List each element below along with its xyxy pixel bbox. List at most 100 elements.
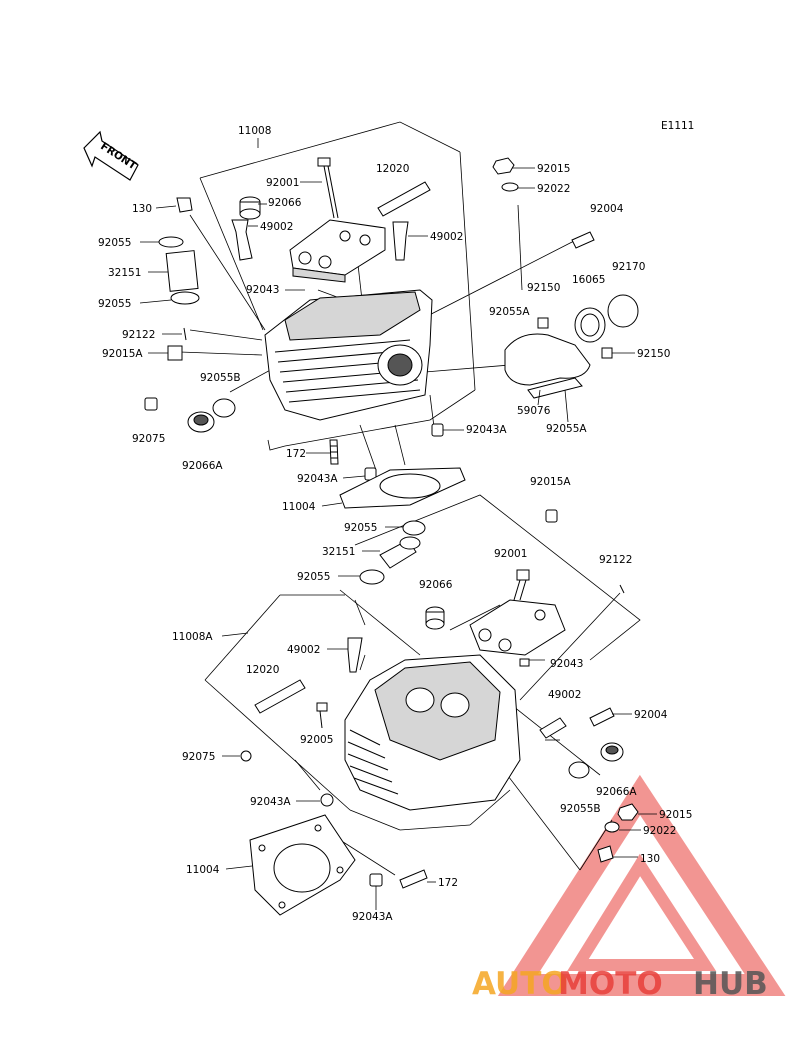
label-11004-bot: 11004: [186, 864, 220, 876]
washer-92022-bottom: [604, 821, 620, 833]
label-92170: 92170: [612, 261, 645, 273]
label-49002-bot-l: 49002: [287, 644, 320, 656]
plug-92066A-bottom: [600, 742, 624, 762]
label-92066-bot: 92066: [419, 579, 453, 591]
label-12020-bot: 12020: [246, 664, 279, 676]
gasket-11004-bottom: [249, 814, 356, 916]
label-92055A-top: 92055A: [489, 306, 530, 318]
label-49002-top-right: 49002: [430, 231, 463, 243]
label-92022-bot: 92022: [643, 825, 676, 837]
stud-172-top: [329, 439, 339, 465]
label-59076: 59076: [517, 405, 551, 417]
watermark-part3: HUB: [693, 966, 768, 1002]
label-49002-top-left: 49002: [260, 221, 293, 233]
label-172-top: 172: [286, 448, 306, 460]
pin-92122-bottom: [619, 584, 625, 594]
label-92150-top1: 92150: [527, 282, 560, 294]
dowel-92015A-top: [167, 345, 183, 361]
label-92122-top: 92122: [122, 329, 155, 341]
rocker-holder-bottom: [469, 599, 566, 656]
label-172-bot: 172: [438, 877, 458, 889]
label-130-top: 130: [132, 203, 152, 215]
label-92055-top2: 92055: [98, 298, 131, 310]
bolt-130-bottom: [597, 845, 614, 863]
label-92043A-bot2: 92043A: [352, 911, 393, 923]
gasket-11004-top: [339, 467, 466, 509]
bolt-92001-top: [317, 157, 339, 219]
cap-92075-bottom: [240, 750, 252, 762]
label-11008A: 11008A: [172, 631, 213, 643]
rocker-holder-top: [289, 219, 386, 283]
cap-92075-top: [144, 397, 158, 411]
oring-92055B-bottom: [568, 761, 590, 779]
cylinder-head-top: [264, 289, 433, 421]
label-92043A-top-b: 92043A: [297, 473, 338, 485]
label-92043-top: 92043: [246, 284, 279, 296]
pin-92122-top: [183, 327, 187, 341]
label-92055-bot2: 92055: [297, 571, 330, 583]
label-92066A-bot: 92066A: [596, 786, 637, 798]
diagram-code: E1111: [661, 120, 694, 132]
label-92043A-bot1: 92043A: [250, 796, 291, 808]
oring-92055-bottom1: [402, 520, 426, 536]
label-11004-top: 11004: [282, 501, 316, 513]
label-16065: 16065: [572, 274, 605, 286]
pipe-32151-top: [158, 236, 200, 305]
label-92004-bot: 92004: [634, 709, 668, 721]
label-92055B-top: 92055B: [200, 372, 241, 384]
collar-92043A-bottom2: [369, 873, 383, 887]
watermark-triangle-icon: [497, 774, 786, 996]
tappet-49002-bottom-left: [347, 637, 363, 673]
label-92001-top: 92001: [266, 177, 299, 189]
label-92004-top: 92004: [590, 203, 624, 215]
collar-92043A-top: [431, 423, 444, 437]
plug-92066A-top: [187, 411, 215, 433]
label-92043A-top-r: 92043A: [466, 424, 507, 436]
label-92055B-bot: 92055B: [560, 803, 601, 815]
stud-172-bottom: [399, 869, 428, 889]
watermark-part1: AUTO: [472, 966, 568, 1002]
watermark-part2: MOTO: [558, 966, 663, 1002]
sleeve-92066-top: [239, 196, 261, 220]
label-32151-top: 32151: [108, 267, 141, 279]
bolt-92005: [316, 702, 328, 729]
label-92122-bot: 92122: [599, 554, 632, 566]
pipe-32151-bottom: [359, 536, 421, 585]
label-92075-top: 92075: [132, 433, 165, 445]
front-arrow-icon: FRONT: [83, 130, 139, 181]
label-32151-bot: 32151: [322, 546, 355, 558]
oring-92055B-top: [212, 398, 236, 418]
label-92055A-top2: 92055A: [546, 423, 587, 435]
shaft-12020-bottom: [254, 679, 306, 714]
tappet-49002-top-right: [392, 221, 409, 261]
label-92150-top2: 92150: [637, 348, 670, 360]
cylinder-head-bottom: [344, 654, 521, 811]
tappet-49002-bottom-right: [539, 717, 567, 739]
label-12020-top: 12020: [376, 163, 409, 175]
label-92066-top: 92066: [268, 197, 302, 209]
label-130-bot: 130: [640, 853, 660, 865]
nut-92015-bottom: [617, 803, 639, 821]
sleeve-92066-bottom: [425, 606, 445, 630]
label-92001-bot: 92001: [494, 548, 527, 560]
pin-92043-bottom: [519, 658, 530, 667]
label-11008-top: 11008: [238, 125, 271, 137]
stud-92004-bottom: [589, 707, 615, 727]
label-92015-top: 92015: [537, 163, 570, 175]
label-92015A-top: 92015A: [102, 348, 143, 360]
bolt-130-top: [176, 197, 193, 213]
callout-labels: 11008 92001 12020 92015 92022 130 92066 …: [98, 125, 692, 923]
label-49002-bot-r: 49002: [548, 689, 581, 701]
label-92055-bot1: 92055: [344, 522, 377, 534]
shaft-12020-top: [377, 181, 431, 217]
dowel-92015A-bottom: [545, 509, 558, 523]
label-92066A-top: 92066A: [182, 460, 223, 472]
intake-pipe-59076: [504, 294, 639, 399]
label-92043-bot: 92043: [550, 658, 583, 670]
watermark-brand: AUTO MOTO HUB: [472, 966, 768, 1002]
collar-92043A-bottom1: [320, 793, 334, 807]
label-92015-bot: 92015: [659, 809, 692, 821]
stud-92004-top: [571, 231, 595, 249]
tappet-49002-top-left: [231, 219, 253, 261]
